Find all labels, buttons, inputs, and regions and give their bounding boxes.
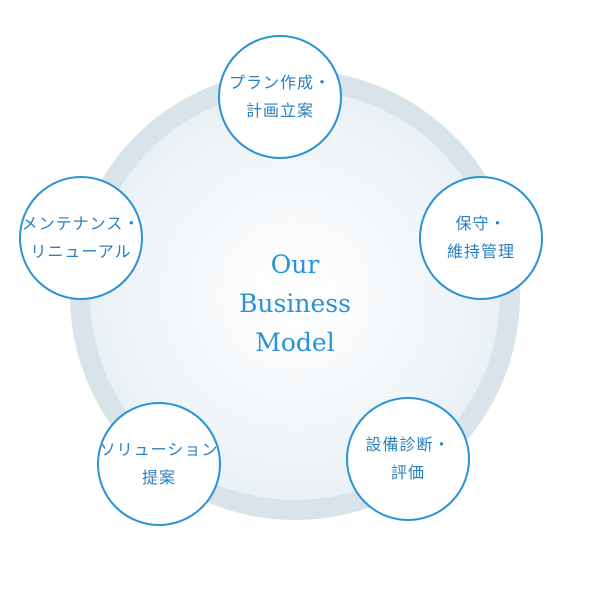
node-solution-proposal-line-2: 提案 [141, 468, 176, 487]
node-solution-proposal: ソリューション 提案 [97, 402, 221, 526]
node-maintenance-renewal-line-2: リニューアル [30, 242, 132, 261]
node-plan-creation-line-1: プラン作成・ [228, 73, 331, 92]
center-title-line-1: Our [270, 250, 320, 279]
node-plan-creation: プラン作成・ 計画立案 [218, 35, 342, 159]
node-equipment-diagnosis-line-1: 設備診断・ [365, 435, 451, 454]
node-maintenance-renewal: メンテナンス・ リニューアル [19, 176, 143, 300]
node-plan-creation-line-2: 計画立案 [245, 101, 314, 120]
node-maintenance-management-line-2: 維持管理 [446, 242, 515, 261]
node-equipment-diagnosis-line-2: 評価 [390, 463, 425, 482]
node-maintenance-renewal-line-1: メンテナンス・ [21, 214, 141, 233]
center-title: Our Business Model [195, 245, 395, 362]
node-maintenance-management: 保守・ 維持管理 [419, 176, 543, 300]
center-title-line-3: Model [255, 328, 335, 357]
center-title-line-2: Business [239, 289, 351, 318]
node-solution-proposal-line-1: ソリューション [99, 440, 219, 459]
node-equipment-diagnosis: 設備診断・ 評価 [346, 397, 470, 521]
node-maintenance-management-line-1: 保守・ [455, 214, 507, 233]
